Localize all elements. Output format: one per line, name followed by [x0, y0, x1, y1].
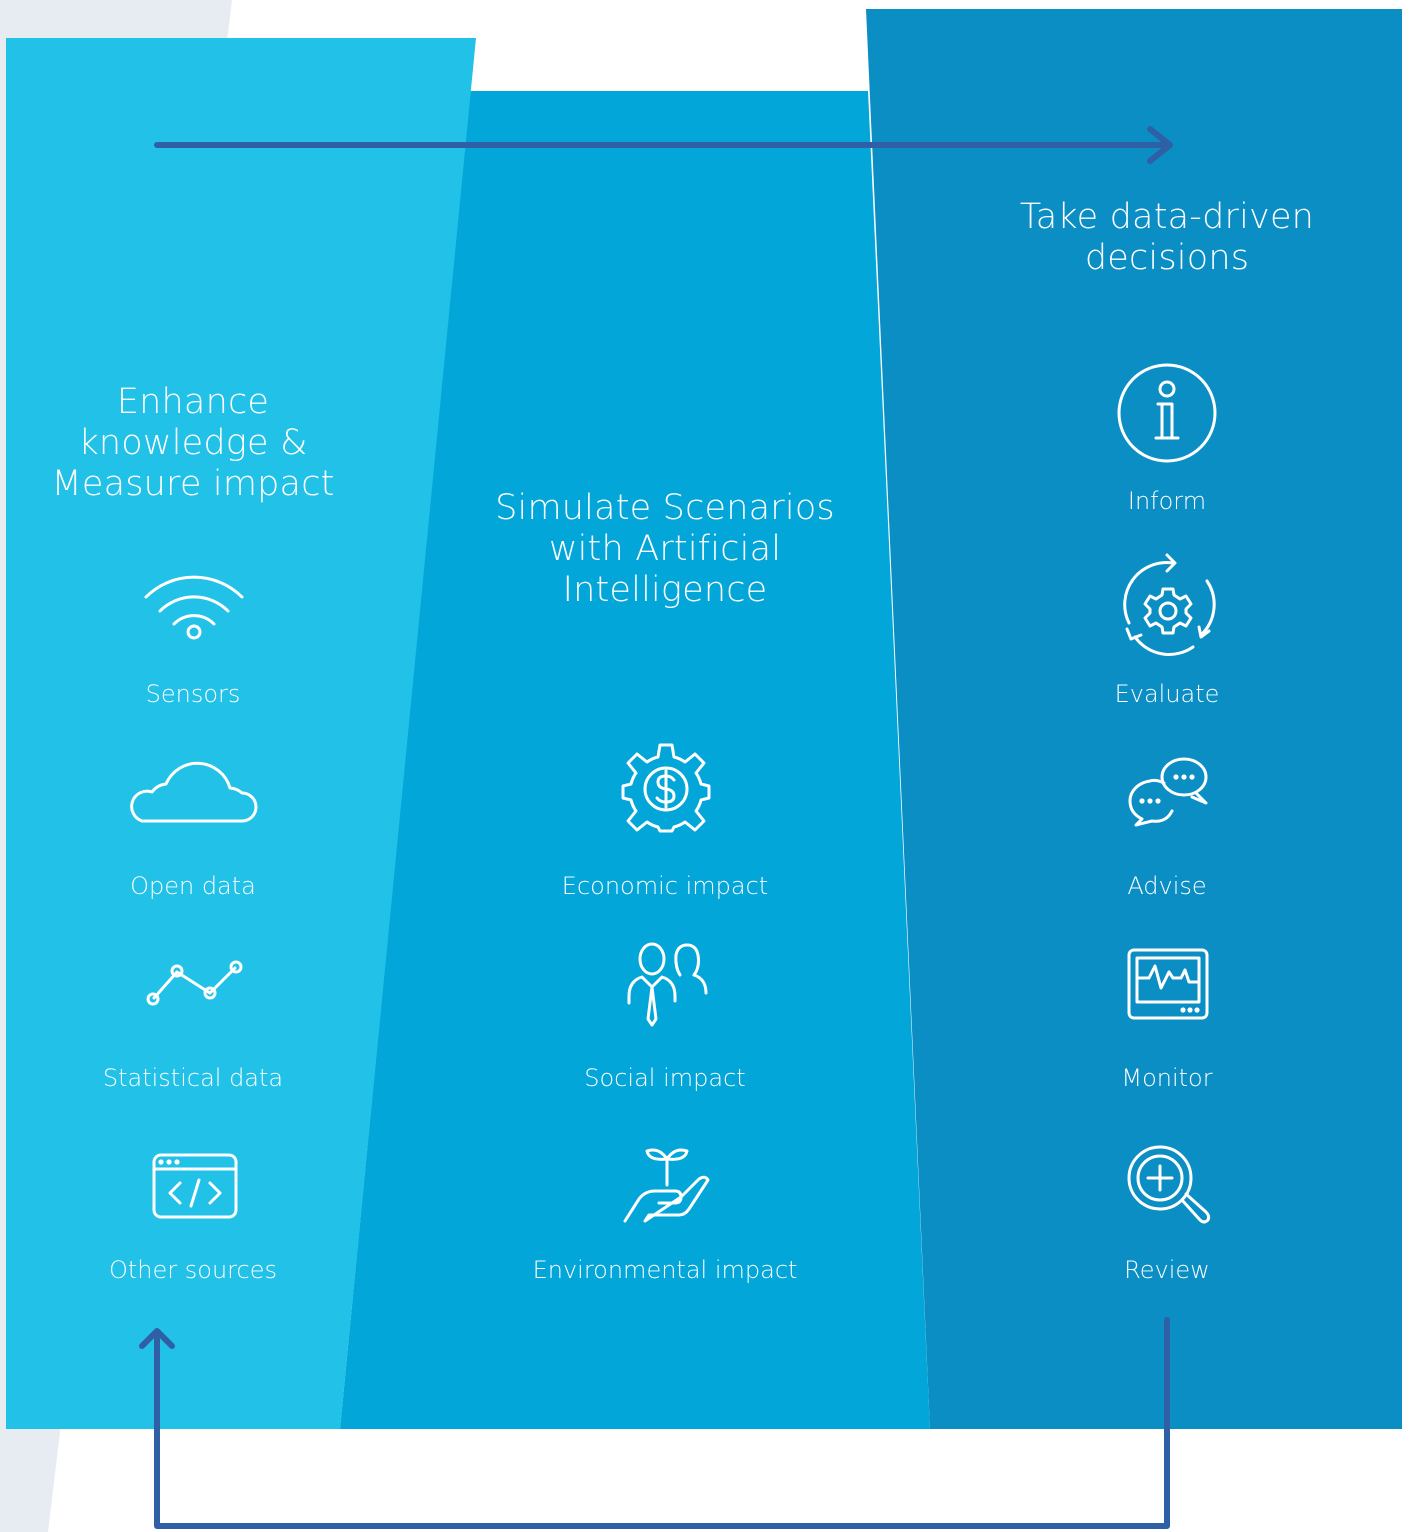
item-label-sensors: Sensors: [145, 680, 241, 708]
left-panel: [6, 38, 476, 1429]
column-title-enhance: Enhance knowledge & Measure impact: [51, 382, 335, 504]
monitor-pulse-icon: [1127, 948, 1209, 1020]
people-icon: [624, 941, 708, 1027]
item-label-social-impact: Social impact: [584, 1064, 746, 1092]
cloud-icon: [130, 758, 258, 824]
code-window-icon: [152, 1153, 238, 1219]
item-label-economic-impact: Economic impact: [561, 872, 769, 900]
gear-dollar-icon: [620, 742, 712, 834]
flow-arrow-top: [154, 126, 1173, 164]
magnifier-plus-icon: [1126, 1144, 1211, 1226]
info-icon: [1116, 362, 1218, 464]
item-label-other-sources: Other sources: [109, 1256, 277, 1284]
item-label-statistical-data: Statistical data: [102, 1064, 284, 1092]
column-title-decide: Take data-driven decisions: [1019, 197, 1315, 278]
right-panel: [866, 9, 1402, 1429]
line-graph-icon: [144, 960, 244, 1008]
chat-bubbles-icon: [1126, 753, 1210, 827]
middle-panel: [340, 91, 930, 1429]
feedback-arrow-bottom: [139, 1317, 1170, 1529]
item-label-evaluate: Evaluate: [1114, 680, 1220, 708]
item-label-inform: Inform: [1127, 487, 1207, 515]
wifi-icon: [141, 568, 247, 642]
item-label-environmental-impact: Environmental impact: [532, 1256, 798, 1284]
gear-cycle-icon: [1117, 553, 1219, 659]
item-label-monitor: Monitor: [1121, 1064, 1213, 1092]
item-label-advise: Advise: [1127, 872, 1207, 900]
item-label-open-data: Open data: [130, 872, 256, 900]
column-title-simulate: Simulate Scenarios with Artificial Intel…: [495, 488, 835, 610]
hand-sprout-icon: [623, 1145, 711, 1225]
item-label-review: Review: [1124, 1256, 1210, 1284]
